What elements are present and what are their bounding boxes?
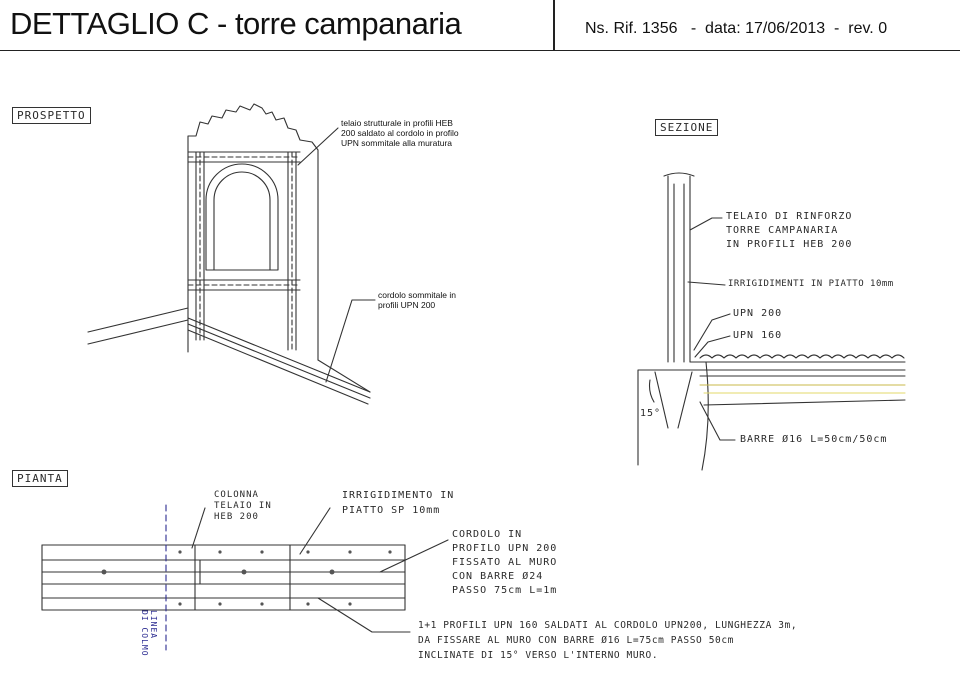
frame-note-line: UPN sommitale alla muratura [341,138,453,148]
sezione-section [637,172,906,471]
frame-note: telaio strutturale in profili HEB 200 sa… [341,118,459,148]
cordolo-plan-note-line: PROFILO UPN 200 [452,543,558,554]
upn200-note: UPN 200 [733,308,783,319]
cordolo-plan-note: CORDOLO IN PROFILO UPN 200 FISSATO AL MU… [452,528,557,598]
upn160-plan-note-line: 1+1 PROFILI UPN 160 SALDATI AL CORDOLO U… [418,620,798,631]
pianta-plan [41,504,449,651]
frame-note-line: telaio strutturale in profili HEB [341,118,453,128]
reference-number: Ns. Rif. 1356 [585,20,678,37]
telaio-note-line: TORRE CAMPANARIA [726,225,839,236]
revision: rev. 0 [848,20,888,37]
telaio-note-line: TELAIO DI RINFORZO [726,211,853,222]
cordolo-plan-note-line: PASSO 75cm L=1m [452,585,558,596]
colonna-note-line: HEB 200 [214,512,259,522]
colonna-note: COLONNA TELAIO IN HEB 200 [214,490,272,523]
prospetto-elevation [87,103,376,405]
axis-label: LINEA DI COLMO [140,610,158,657]
barre-note: BARRE Ø16 L=50cm/50cm [740,434,888,445]
colonna-note-line: TELAIO IN [214,501,272,511]
drawing-date: data: 17/06/2013 [705,20,826,37]
upn160-plan-note-line: DA FISSARE AL MURO CON BARRE Ø16 L=75cm … [418,635,734,646]
sezione-label: SEZIONE [655,119,719,136]
axis-label-line: LINEA [149,610,158,640]
title-block: DETTAGLIO C - torre campanaria Ns. Rif. … [0,0,960,51]
irrigidimento-note-line: PIATTO SP 10mm [342,505,441,516]
cordolo-note-line: profili UPN 200 [378,300,436,310]
title-separator [553,0,555,50]
irrigidimento-note: IRRIGIDIMENTO IN PIATTO SP 10mm [342,488,454,518]
upn160-plan-note: 1+1 PROFILI UPN 160 SALDATI AL CORDOLO U… [418,618,797,663]
telaio-note-line: IN PROFILI HEB 200 [726,239,853,250]
drawing-title: DETTAGLIO C - torre campanaria [10,6,462,41]
drawing-reference: Ns. Rif. 1356 - data: 17/06/2013 - rev. … [585,20,887,38]
upn160-plan-note-line: INCLINATE DI 15° VERSO L'INTERNO MURO. [418,650,659,661]
cordolo-plan-note-line: CORDOLO IN [452,529,523,540]
cordolo-note: cordolo sommitale in profili UPN 200 [378,290,456,310]
separator-dash: - [834,20,840,37]
bolt-holes [101,550,392,606]
axis-label-line: DI COLMO [140,610,149,657]
cordolo-plan-note-line: FISSATO AL MURO [452,557,558,568]
colonna-note-line: COLONNA [214,490,259,500]
irrigidimento-note-line: IRRIGIDIMENTO IN [342,490,455,501]
separator-dash: - [690,20,697,37]
pianta-label: PIANTA [12,470,68,487]
cordolo-note-line: cordolo sommitale in [378,290,456,300]
frame-note-line: 200 saldato al cordolo in profilo [341,128,459,138]
cordolo-plan-note-line: CON BARRE Ø24 [452,571,544,582]
irrigidimenti-note: IRRIGIDIMENTI IN PIATTO 10mm [728,279,894,289]
angle-label: 15° [640,408,662,419]
prospetto-label: PROSPETTO [12,107,91,124]
telaio-note: TELAIO DI RINFORZO TORRE CAMPANARIA IN P… [726,210,852,252]
upn160-note: UPN 160 [733,330,783,341]
